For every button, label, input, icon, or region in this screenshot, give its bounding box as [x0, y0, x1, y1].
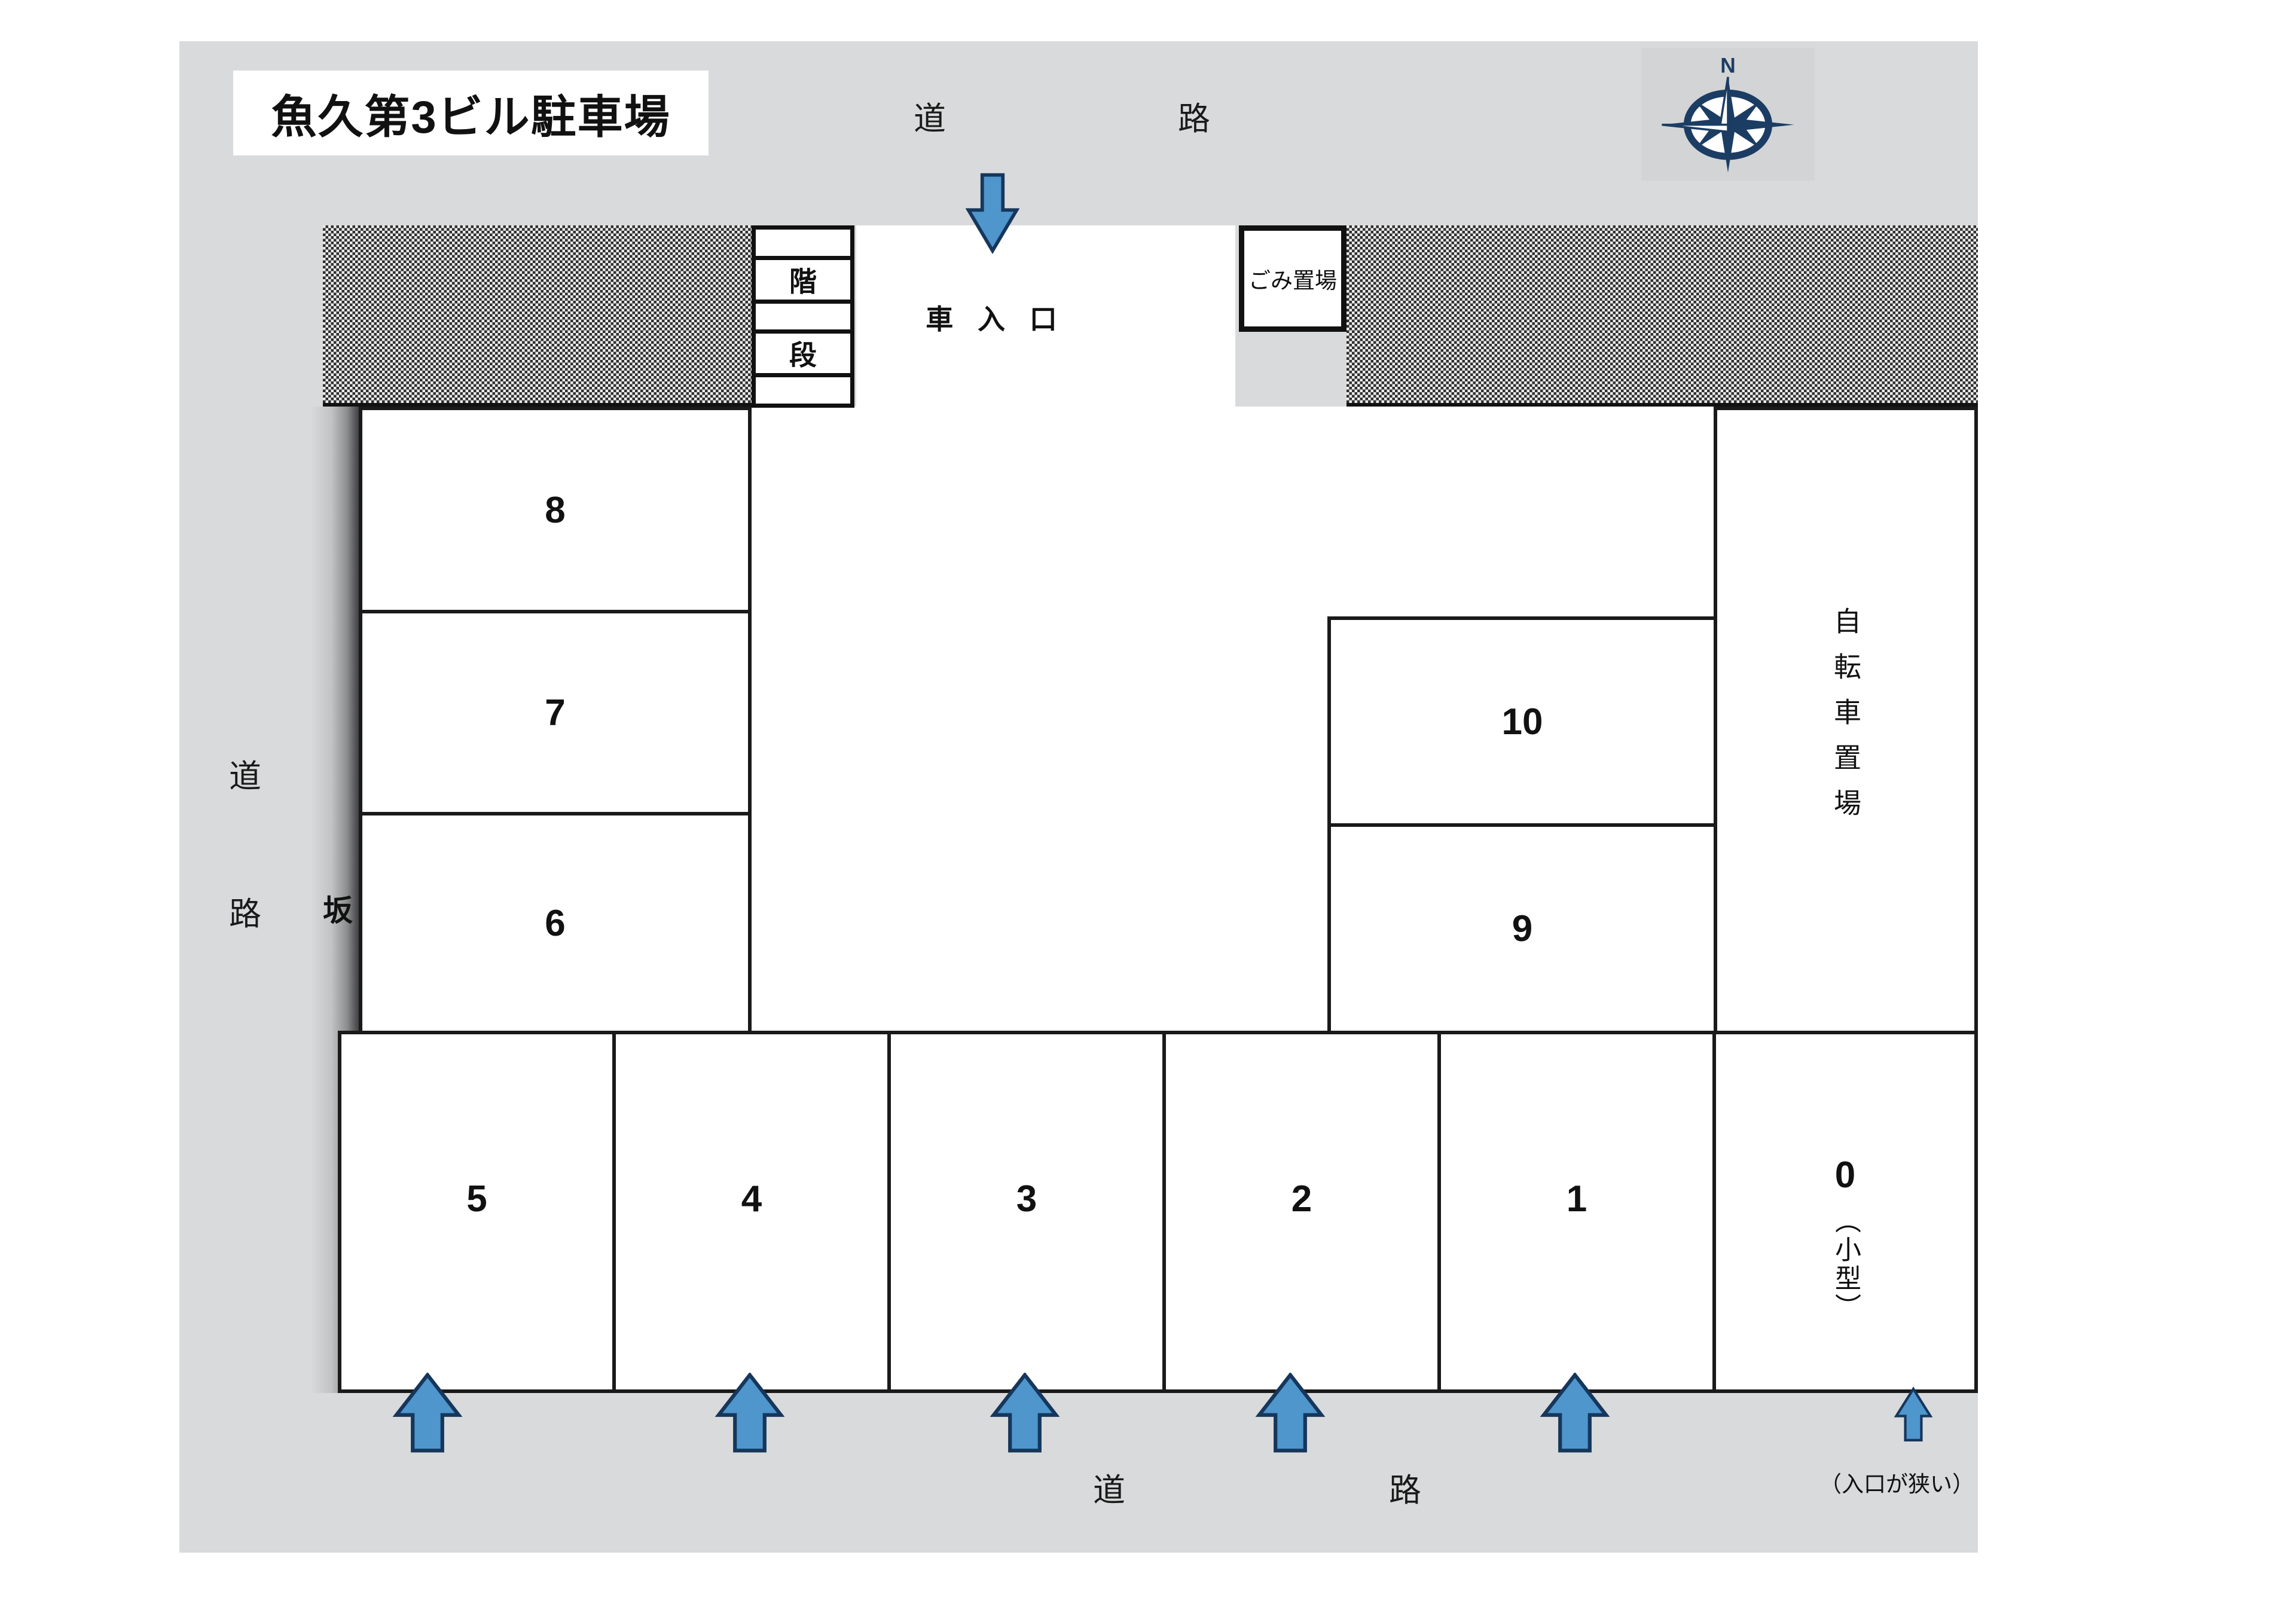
garbage-area-label: ごみ置場 — [1248, 268, 1337, 293]
stair-step — [752, 373, 854, 408]
bicycle-parking-label: 自転車置場 — [1830, 607, 1861, 834]
parking-spot-6: 6 — [359, 812, 752, 1034]
spot-number: 2 — [1291, 1178, 1312, 1220]
bicycle-parking-box: 自転車置場 — [1714, 407, 1978, 1034]
spot-number: 0 — [1834, 1154, 1856, 1196]
page-title: 魚久第3ビル駐車場 — [271, 92, 671, 143]
slope-label: 坂 — [323, 894, 353, 927]
spot-number: 10 — [1501, 701, 1543, 743]
bottom-road-char-ro: 路 — [1389, 1472, 1421, 1508]
spot-number: 5 — [466, 1178, 487, 1220]
compass-north-letter: N — [1720, 54, 1735, 78]
compass-rose-icon: N — [1662, 54, 1794, 173]
spot4-arrow-up-icon — [715, 1373, 785, 1453]
compass-tile: N — [1641, 48, 1815, 181]
building-wall-left — [323, 225, 752, 407]
top-road-char-ro: 路 — [1178, 100, 1210, 137]
small-car-label: （小型） — [1831, 1207, 1860, 1322]
stair-step-dan: 段 — [752, 329, 854, 378]
garbage-area-box: ごみ置場 — [1239, 225, 1347, 332]
parking-spot-8: 8 — [359, 407, 752, 613]
parking-spot-1: 1 — [1437, 1031, 1716, 1393]
spot-number: 3 — [1016, 1178, 1037, 1220]
stair-step-kai: 階 — [752, 255, 854, 304]
building-wall-right — [1347, 225, 1978, 407]
parking-spot-3: 3 — [887, 1031, 1166, 1393]
parking-spot-4: 4 — [612, 1031, 891, 1393]
car-entrance-label: 車 入 口 — [926, 304, 1065, 335]
left-road-char-michi: 道 — [229, 758, 261, 795]
spot5-arrow-up-icon — [392, 1373, 463, 1453]
spot-number: 7 — [545, 692, 566, 734]
entrance-driveway — [856, 225, 1235, 410]
spot2-arrow-up-icon — [1255, 1373, 1326, 1453]
spot-number: 4 — [741, 1178, 762, 1220]
stairs-label-upper: 階 — [789, 265, 817, 297]
page-title-box: 魚久第3ビル駐車場 — [233, 71, 709, 155]
spot-number: 1 — [1566, 1178, 1587, 1220]
parking-spot-7: 7 — [359, 610, 752, 815]
stair-step — [752, 225, 854, 260]
stairs-block: 階 段 — [752, 225, 854, 408]
spot0-arrow-up-icon — [1894, 1386, 1933, 1441]
stairs-label-lower: 段 — [789, 340, 817, 371]
parking-spot-0: 0 （小型） — [1712, 1031, 1978, 1393]
top-road-char-michi: 道 — [914, 100, 946, 137]
spot-number: 8 — [545, 489, 566, 531]
parking-spot-2: 2 — [1162, 1031, 1441, 1393]
narrow-entrance-note: （入口が狭い） — [1819, 1472, 1974, 1496]
spot3-arrow-up-icon — [990, 1373, 1060, 1453]
parking-spot-9: 9 — [1327, 823, 1717, 1034]
stair-step — [752, 299, 854, 334]
left-road-char-ro: 路 — [229, 896, 261, 932]
bottom-road-char-michi: 道 — [1093, 1472, 1125, 1508]
entrance-arrow-down-icon — [965, 173, 1020, 255]
spot1-arrow-up-icon — [1540, 1373, 1610, 1453]
spot-number: 9 — [1512, 908, 1533, 949]
parking-spot-5: 5 — [338, 1031, 616, 1393]
parking-spot-10: 10 — [1327, 616, 1717, 827]
spot-number: 6 — [545, 902, 566, 944]
